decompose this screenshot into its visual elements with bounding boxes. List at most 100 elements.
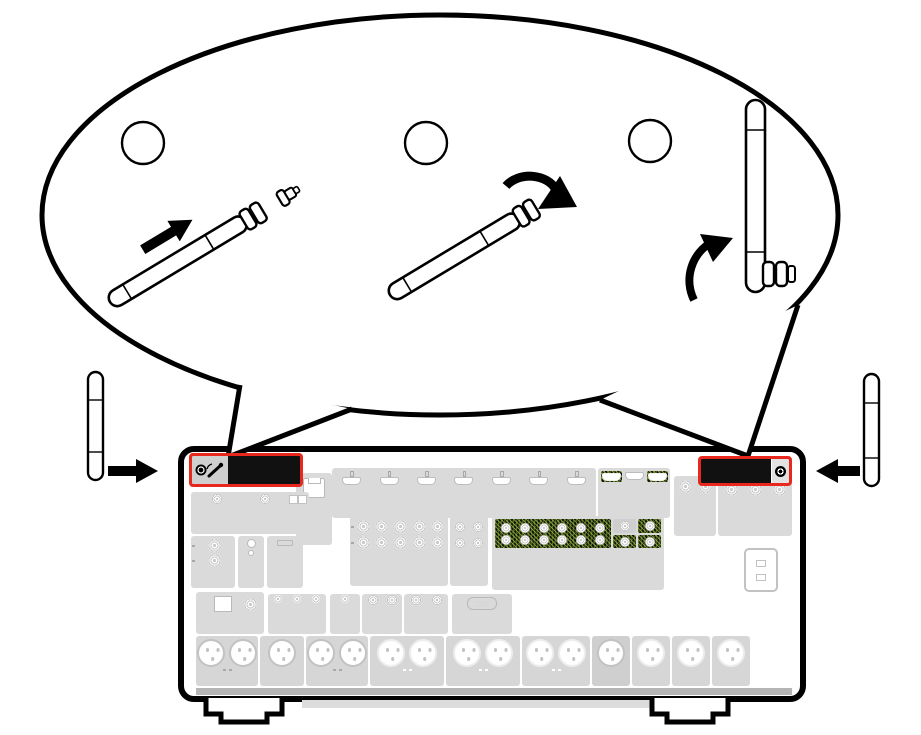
xlr-connector-icon [453, 639, 481, 667]
xlr-group-subwoofer3 [672, 636, 710, 686]
rca-jack [356, 536, 370, 549]
tighten-arrow-head [538, 176, 577, 209]
antenna-body [862, 372, 881, 488]
raise-arrow-head [700, 234, 733, 262]
rs232c-section [452, 594, 512, 634]
dc-out-section [268, 594, 326, 634]
rca-jack [431, 536, 445, 549]
hdmi-in-port [342, 471, 362, 486]
amp-control-section [362, 594, 402, 634]
rca-jack [473, 538, 483, 548]
right-channel-chip [192, 559, 195, 562]
ground-screw-icon [246, 539, 256, 548]
hdmi-in-port [379, 471, 399, 486]
hdmi-connector-icon [379, 477, 399, 486]
xlr-connector-icon [558, 639, 586, 667]
rca-jack [538, 535, 549, 545]
hdmi-in-port [566, 471, 586, 486]
tighten-rotate-arrow-icon [502, 171, 561, 193]
left-channel-chip [351, 525, 354, 528]
hdmi-connector-icon [417, 477, 437, 486]
am-terminal-icon [214, 596, 233, 612]
unbalanced-pre-out-section [492, 516, 664, 590]
hdmi-in-port [529, 471, 549, 486]
antenna-connector-icon [775, 465, 786, 477]
bt-wifi-label-right [701, 459, 771, 483]
antenna-label-icons [195, 462, 224, 478]
hdmi-in-port [491, 471, 511, 486]
hdmi-connector-icon [342, 477, 362, 486]
rca-jack [501, 535, 512, 545]
xlr-connector-icon [677, 639, 705, 667]
zone-pre-out-section [450, 516, 488, 586]
panel-connector-tip [292, 185, 301, 195]
port-number [574, 471, 579, 477]
trigger-jack [292, 595, 301, 603]
rca-jack [375, 536, 389, 549]
rca-jack [519, 523, 530, 533]
xlr-connector-icon [485, 639, 513, 667]
rca-jack [412, 520, 426, 533]
antenna-ring [238, 207, 258, 231]
xlr-group-center [260, 636, 304, 686]
bt-wifi-antenna-highlight-right [698, 456, 792, 486]
fm-jack [244, 597, 258, 611]
right-external-antenna [862, 372, 881, 488]
hdmi-connector-icon [647, 473, 667, 481]
xlr-group-height1 [446, 636, 520, 686]
hdmi-out-tv1-port [624, 471, 644, 482]
antenna-body [107, 215, 248, 308]
component-video-in-section [718, 476, 792, 536]
balanced-xlr-pre-out-bar [196, 688, 792, 695]
rca-jack [644, 536, 655, 547]
panel-connector-thread [283, 186, 298, 201]
antenna-body [744, 98, 767, 294]
amp-control-jack [386, 595, 397, 605]
rca-jack [644, 521, 655, 531]
ac-inlet [744, 548, 778, 592]
xlr-group-front [196, 636, 258, 686]
attach-arrow-right-icon [816, 459, 860, 483]
xlr-connector-icon [307, 639, 335, 667]
rotate-hint-arc [206, 463, 213, 470]
optical-jack [289, 494, 298, 504]
push-arrow-icon [140, 219, 193, 254]
antenna-body [387, 212, 522, 301]
rca-jack [208, 554, 221, 567]
rca-jack [619, 536, 630, 547]
port-number [500, 471, 504, 477]
bubble-tail-right [600, 305, 798, 456]
xlr-connector-icon [377, 639, 405, 667]
raise-rotate-arrow-icon [685, 238, 715, 302]
connector-ring [197, 466, 205, 474]
antenna-ring [511, 204, 531, 228]
hdmi-connector-icon [566, 477, 586, 486]
rca-jack [208, 539, 221, 552]
hdmi-connector-icon [529, 477, 549, 486]
hdmi-in-port [417, 471, 437, 486]
xlr-connector-icon [339, 639, 367, 667]
port-number [350, 471, 354, 477]
xlr-connector-icon [197, 639, 225, 667]
remote-control-section [404, 594, 448, 634]
right-channel-chip [351, 541, 354, 544]
rca-jack [473, 522, 483, 532]
balanced-xlr-row [196, 636, 792, 686]
step1-circle [120, 120, 166, 166]
flasher-in-section [330, 594, 360, 634]
antenna-elbow-tip [787, 265, 796, 283]
xlr-connector-icon [526, 639, 554, 667]
hdmi-out-section [598, 468, 670, 518]
antenna-ring [774, 260, 789, 288]
audio-in-section [350, 516, 448, 586]
trigger-jack [274, 595, 283, 603]
phono-section [191, 536, 235, 588]
left-channel-chip [192, 544, 195, 547]
amp-control-jack [367, 595, 378, 605]
rca-jack [575, 535, 586, 545]
rca-jack [455, 522, 465, 532]
xlr-connector-icon [597, 639, 625, 667]
rca-jack [519, 535, 530, 545]
xlr-group-subwoofer4 [712, 636, 750, 686]
